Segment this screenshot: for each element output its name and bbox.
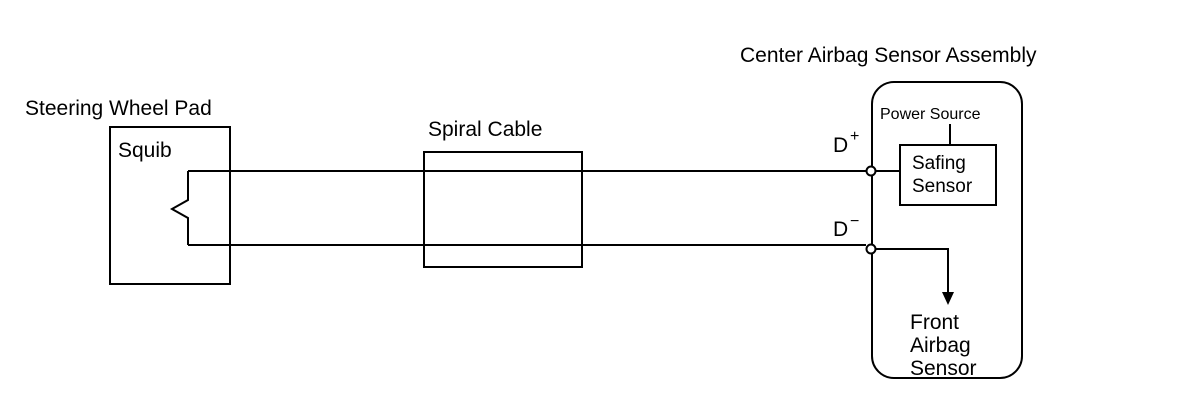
- center-assembly-title: Center Airbag Sensor Assembly: [740, 44, 1037, 67]
- power-source-label: Power Source: [880, 106, 981, 123]
- center-sensor-assembly-box: [871, 81, 1023, 379]
- front-airbag-arrow: [942, 292, 954, 305]
- d-minus-label: D: [833, 218, 848, 241]
- squib-element: [169, 171, 189, 245]
- safing-sensor-line2: Sensor: [912, 176, 973, 197]
- squib-label: Squib: [118, 139, 172, 162]
- safing-sensor-box: [899, 144, 997, 206]
- terminal-d-plus: [865, 165, 877, 177]
- front-airbag-line1: Front: [910, 311, 959, 334]
- spiral-cable-label: Spiral Cable: [428, 118, 542, 141]
- steering-wheel-pad-label: Steering Wheel Pad: [25, 97, 212, 120]
- d-plus-sign: +: [850, 128, 859, 145]
- terminal-d-minus: [865, 243, 877, 255]
- squib-box: [109, 126, 231, 285]
- front-airbag-lead: [876, 248, 949, 296]
- d-minus-sign: −: [850, 213, 859, 230]
- front-airbag-line3: Sensor: [910, 357, 977, 380]
- spiral-cable-box: [423, 151, 583, 268]
- safing-sensor-line1: Safing: [912, 153, 966, 174]
- front-airbag-line2: Airbag: [910, 334, 971, 357]
- d-plus-label: D: [833, 134, 848, 157]
